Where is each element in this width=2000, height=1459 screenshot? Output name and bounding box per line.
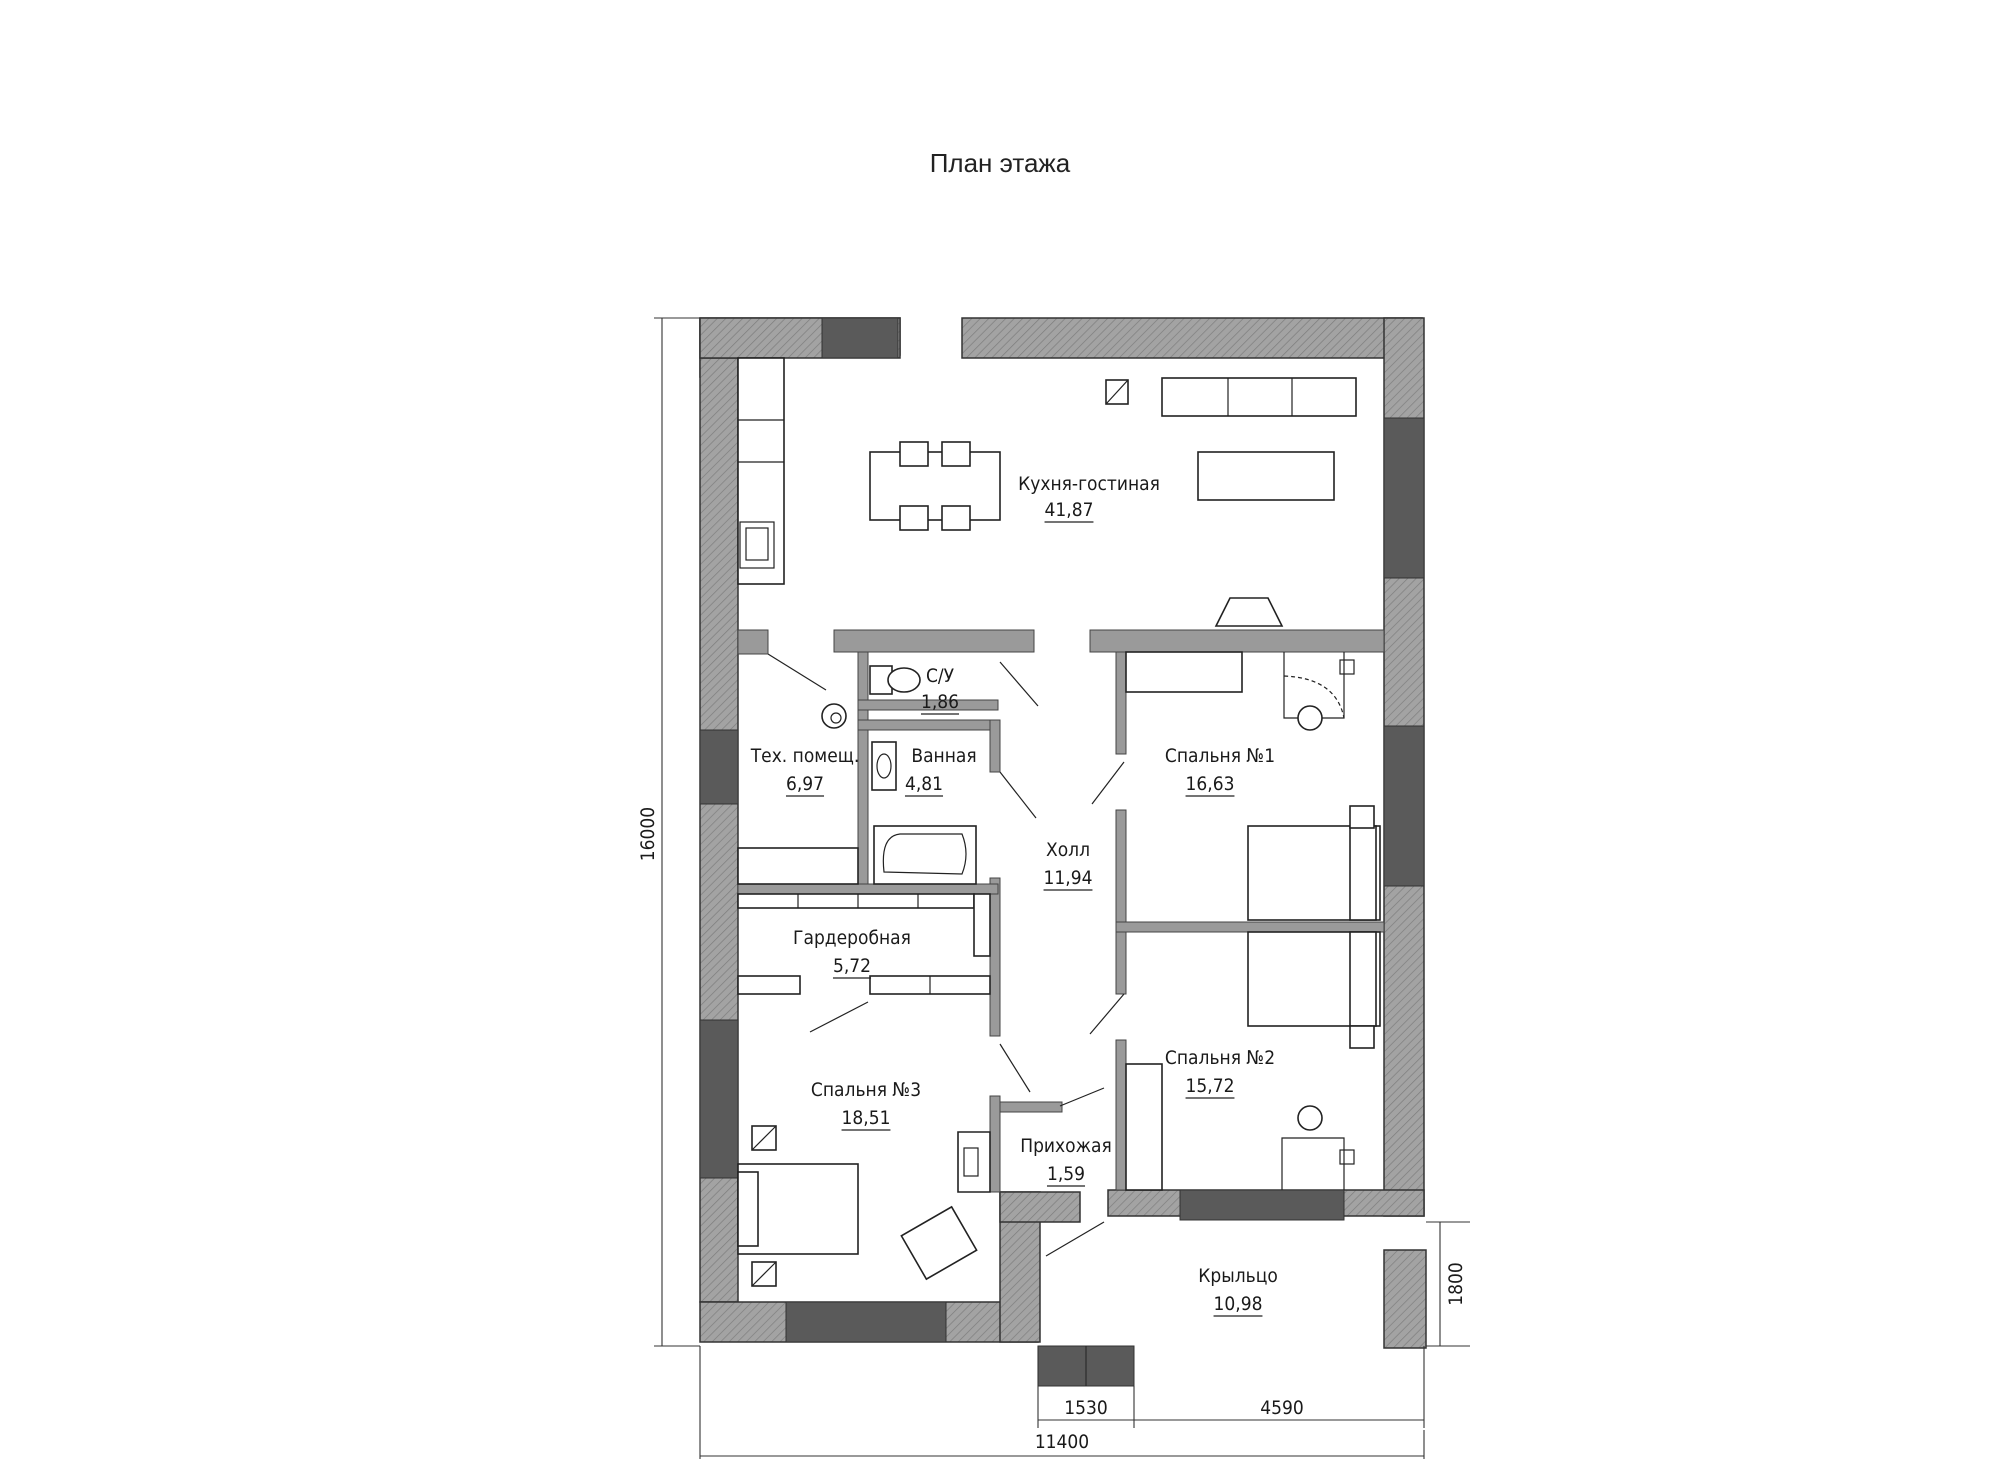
room-area-wc: 1,86: [921, 691, 959, 713]
room-name-wc: С/У: [926, 665, 955, 687]
window: [1383, 725, 1425, 887]
dim-total-height: 16000: [637, 807, 659, 861]
room-name-tech: Тех. помещ.: [750, 745, 860, 767]
bathroom-furniture: [737, 665, 977, 885]
room-name-hall: Холл: [1046, 839, 1090, 861]
room-area-hall: 11,94: [1044, 867, 1093, 889]
dimension-labels: 16000 1800 1530 4590 11400: [637, 807, 1467, 1453]
dim-total-width: 11400: [1035, 1431, 1089, 1453]
dim-porch-width: 4590: [1260, 1397, 1304, 1419]
kitchen-furniture: [737, 357, 1357, 627]
window: [699, 1019, 739, 1179]
room-name-entrance: Прихожая: [1020, 1135, 1112, 1157]
dim-entry-width: 1530: [1064, 1397, 1108, 1419]
room-name-bedroom1: Спальня №1: [1165, 745, 1275, 767]
window: [699, 729, 739, 805]
door-lines: [767, 653, 1125, 1257]
room-name-bedroom2: Спальня №2: [1165, 1047, 1275, 1069]
dim-porch-depth: 1800: [1445, 1262, 1467, 1306]
room-name-kitchen-living: Кухня-гостиная: [1018, 473, 1160, 495]
room-name-wardrobe: Гардеробная: [793, 927, 911, 949]
window: [785, 1301, 947, 1343]
dimension-lines: [654, 317, 1470, 1459]
room-area-kitchen-living: 41,87: [1045, 499, 1094, 521]
wardrobe-furniture: [737, 893, 991, 995]
room-area-tech: 6,97: [786, 773, 824, 795]
room-area-porch: 10,98: [1214, 1293, 1263, 1315]
bedroom2-furniture: [1125, 931, 1381, 1191]
window: [1179, 1189, 1345, 1221]
room-area-bedroom1: 16,63: [1186, 773, 1235, 795]
bedroom3-furniture: [737, 1125, 991, 1287]
windows: [699, 317, 1425, 1387]
room-area-bedroom3: 18,51: [842, 1107, 891, 1129]
page-title: План этажа: [929, 148, 1071, 178]
room-area-entrance: 1,59: [1047, 1163, 1085, 1185]
bedroom1-furniture: [1125, 651, 1381, 921]
room-name-porch: Крыльцо: [1198, 1265, 1278, 1287]
room-name-bathroom: Ванная: [911, 745, 976, 767]
room-area-wardrobe: 5,72: [833, 955, 871, 977]
room-area-bedroom2: 15,72: [1186, 1075, 1235, 1097]
room-area-bathroom: 4,81: [905, 773, 943, 795]
room-name-bedroom3: Спальня №3: [811, 1079, 921, 1101]
window: [1383, 417, 1425, 579]
room-labels: Кухня-гостиная 41,87 С/У 1,86 Тех. помещ…: [750, 473, 1278, 1317]
window: [821, 317, 899, 359]
